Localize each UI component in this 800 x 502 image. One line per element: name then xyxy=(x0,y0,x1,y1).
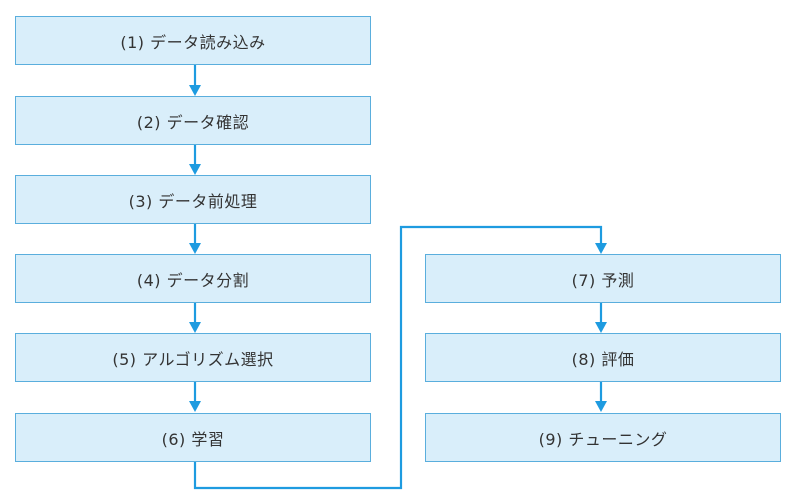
arrowhead-1-to-2 xyxy=(189,85,201,96)
step-label: (5) アルゴリズム選択 xyxy=(112,349,274,369)
connector-6-to-7 xyxy=(193,225,603,490)
step-prediction: (7) 予測 xyxy=(425,254,781,303)
arrowhead-5-to-6 xyxy=(189,401,201,412)
step-data-split: (4) データ分割 xyxy=(15,254,371,303)
step-data-load: (1) データ読み込み xyxy=(15,16,371,65)
step-evaluation: (8) 評価 xyxy=(425,333,781,382)
step-label: (6) 学習 xyxy=(161,429,225,449)
step-data-check: (2) データ確認 xyxy=(15,96,371,145)
step-label: (4) データ分割 xyxy=(136,270,250,290)
step-label: (3) データ前処理 xyxy=(128,191,258,211)
arrowhead-4-to-5 xyxy=(189,322,201,333)
arrowhead-2-to-3 xyxy=(189,164,201,175)
step-label: (2) データ確認 xyxy=(136,112,250,132)
arrowhead-3-to-4 xyxy=(189,243,201,254)
arrowhead-6-to-7 xyxy=(595,243,607,254)
step-tuning: (9) チューニング xyxy=(425,413,781,462)
step-label: (9) チューニング xyxy=(538,429,668,449)
step-label: (8) 評価 xyxy=(571,349,635,369)
step-training: (6) 学習 xyxy=(15,413,371,462)
arrowhead-8-to-9 xyxy=(595,401,607,412)
step-label: (1) データ読み込み xyxy=(120,32,266,52)
step-label: (7) 予測 xyxy=(571,270,635,290)
arrowhead-7-to-8 xyxy=(595,322,607,333)
step-data-preprocess: (3) データ前処理 xyxy=(15,175,371,224)
step-algorithm-select: (5) アルゴリズム選択 xyxy=(15,333,371,382)
